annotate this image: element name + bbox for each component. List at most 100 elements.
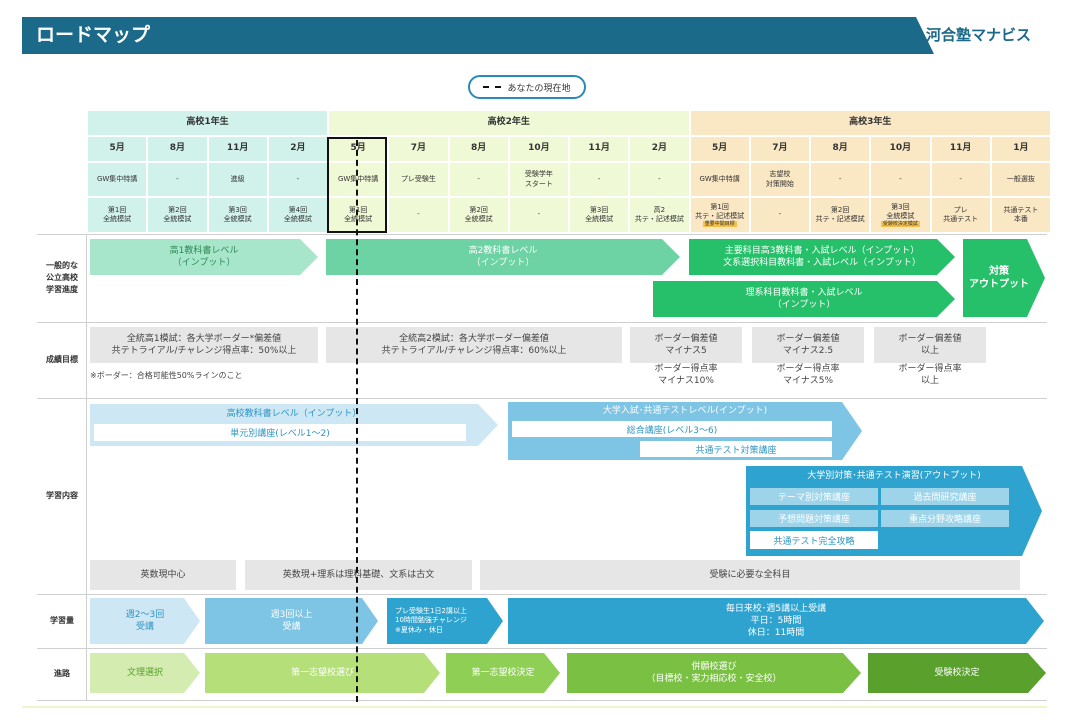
exam-cell: 第2回 全統模試 <box>448 197 509 233</box>
exam-cell: 共通テスト 本番 <box>990 197 1051 233</box>
row-divider <box>37 700 1047 701</box>
month-cell: 8月 <box>448 136 509 162</box>
row-divider <box>37 234 1047 235</box>
month-cell: 5月 <box>328 136 389 162</box>
goal-score-above: ボーダー得点率 以上 <box>898 364 962 387</box>
year-header: 高校2年生 <box>328 110 690 136</box>
exam-badge: 重要中間目標 <box>702 220 737 228</box>
year-header: 高校1年生 <box>87 110 328 136</box>
comprehensive-course-box: 総合講座(レベル3〜6) <box>512 421 832 437</box>
key-field-course-box: 重点分野攻略講座 <box>881 510 1009 527</box>
progress-arrow-year1: 高1教科書レベル （インプット） <box>90 239 318 275</box>
path-first-choice-selection: 第一志望校選び <box>205 653 440 693</box>
event-cell: GW集中特講 <box>87 162 148 197</box>
exam-cell: 第3回 全統模試受験校決定模試 <box>870 197 931 233</box>
goal-year2: 全統高2模試：各大学ボーダー偏差値 共テトライアル/チャレンジ得点率：60%以上 <box>326 327 622 363</box>
progress-arrow-main-subjects: 主要科目高3教科書・入試レベル（インプット） 文系選択科目教科書・入試レベル（イ… <box>689 239 955 275</box>
event-cell: 進級 <box>207 162 268 197</box>
legend-label: あなたの現在地 <box>507 83 571 94</box>
exam-cell: 第3回 全統模試 <box>569 197 630 233</box>
current-position-legend: あなたの現在地 <box>468 75 586 99</box>
subjects-year1: 英数現中心 <box>90 560 236 590</box>
month-cell: 11月 <box>207 136 268 162</box>
progress-arrow-output: 対策 アウトプット <box>963 239 1045 317</box>
row-label-path: 進路 <box>54 669 70 678</box>
month-cell: 1月 <box>990 136 1051 162</box>
unit-course-box: 単元別講座(レベル1〜2) <box>94 424 466 441</box>
page-title: ロードマップ <box>36 24 151 46</box>
row-label-content: 学習内容 <box>46 491 78 500</box>
subjects-year2: 英数現+理系は理科基礎、文系は古文 <box>245 560 472 590</box>
goal-deviation-minus2-5: ボーダー偏差値 マイナス2.5 <box>752 327 864 363</box>
current-position-line <box>356 140 358 702</box>
exam-cell: - <box>388 197 449 233</box>
amount-year1-late: 週3回以上 受講 <box>205 598 378 644</box>
goal-score-minus5: ボーダー得点率 マイナス5% <box>776 364 840 387</box>
month-cell: 5月 <box>689 136 750 162</box>
exam-cell: 第2回 全統模試 <box>147 197 208 233</box>
content-output-label: 大学別対策･共通テスト演習(アウトプット) <box>807 471 981 481</box>
exam-cell: プレ 共通テスト <box>930 197 991 233</box>
exam-cell: 第3回 全統模試 <box>207 197 268 233</box>
event-cell: GW集中特講 <box>328 162 389 197</box>
path-final-decision: 受験校決定 <box>868 653 1046 693</box>
month-cell: 8月 <box>147 136 208 162</box>
exam-cell: 第1回 全統模試 <box>87 197 148 233</box>
row-divider <box>37 322 1047 323</box>
exam-cell: - <box>508 197 569 233</box>
goal-year1: 全統高1模試：各大学ボーダー*偏差値 共テトライアル/チャレンジ得点率：50%以… <box>90 327 318 363</box>
month-cell: 2月 <box>267 136 328 162</box>
border-note: ※ボーダー：合格可能性50%ラインのこと <box>90 371 243 380</box>
path-backup-selection: 併願校選び （目標校・実力相応校・安全校） <box>567 653 861 693</box>
brand-logo: 河合塾マナビス <box>926 26 1032 44</box>
month-cell: 7月 <box>749 136 810 162</box>
prediction-course-box: 予想問題対策講座 <box>750 510 878 527</box>
row-label-amount: 学習量 <box>50 616 74 625</box>
goal-deviation-above: ボーダー偏差値 以上 <box>874 327 986 363</box>
event-cell: 受験学年 スタート <box>508 162 569 197</box>
amount-pre-candidate: プレ受験生1日2講以上 10時間勉強チャレンジ ※夏休み・休日 <box>387 598 503 644</box>
event-cell: - <box>448 162 509 197</box>
progress-arrow-year2: 高2教科書レベル （インプット） <box>326 239 680 275</box>
common-test-master-box: 共通テスト完全攻略 <box>750 531 878 549</box>
exam-cell: 高2 共テ・記述模試 <box>629 197 690 233</box>
theme-course-box: テーマ別対策講座 <box>750 488 878 505</box>
common-test-course-box: 共通テスト対策講座 <box>640 441 832 457</box>
column-divider <box>86 234 87 700</box>
month-cell: 2月 <box>629 136 690 162</box>
event-cell: - <box>870 162 931 197</box>
goal-score-minus10: ボーダー得点率 マイナス10% <box>654 364 718 387</box>
exam-cell: 第2回 共テ・記述模試 <box>810 197 871 233</box>
month-cell: 5月 <box>87 136 148 162</box>
event-cell: プレ受験生 <box>388 162 449 197</box>
event-cell: 一般選抜 <box>990 162 1051 197</box>
content-entrance-label: 大学入試･共通テストレベル(インプット) <box>602 406 768 416</box>
goal-deviation-minus5: ボーダー偏差値 マイナス5 <box>630 327 742 363</box>
month-cell: 7月 <box>388 136 449 162</box>
year-header: 高校3年生 <box>689 110 1051 136</box>
month-cell: 11月 <box>569 136 630 162</box>
event-cell: - <box>629 162 690 197</box>
month-cell: 11月 <box>930 136 991 162</box>
bottom-rule <box>22 706 1047 708</box>
row-label-goals: 成績目標 <box>46 355 78 364</box>
path-first-choice-decision: 第一志望校決定 <box>446 653 560 693</box>
past-exam-course-box: 過去問研究講座 <box>881 488 1009 505</box>
path-course-selection: 文理選択 <box>90 653 200 693</box>
content-textbook-label: 高校教科書レベル（インプット） <box>226 409 362 419</box>
exam-badge: 受験校決定模試 <box>880 220 920 228</box>
dashed-line-icon <box>483 86 502 88</box>
exam-cell: - <box>749 197 810 233</box>
subjects-year3: 受験に必要な全科目 <box>480 560 1020 590</box>
event-cell: - <box>810 162 871 197</box>
row-divider <box>37 398 1047 399</box>
event-cell: GW集中特講 <box>689 162 750 197</box>
amount-year1-early: 週2〜3回 受講 <box>90 598 200 644</box>
month-cell: 8月 <box>810 136 871 162</box>
row-divider <box>37 648 1047 649</box>
event-cell: - <box>569 162 630 197</box>
month-cell: 10月 <box>508 136 569 162</box>
event-cell: - <box>267 162 328 197</box>
row-label-progress: 一般的な 公立高校 学習進度 <box>46 261 78 294</box>
progress-arrow-science: 理系科目教科書・入試レベル （インプット） <box>653 281 955 317</box>
